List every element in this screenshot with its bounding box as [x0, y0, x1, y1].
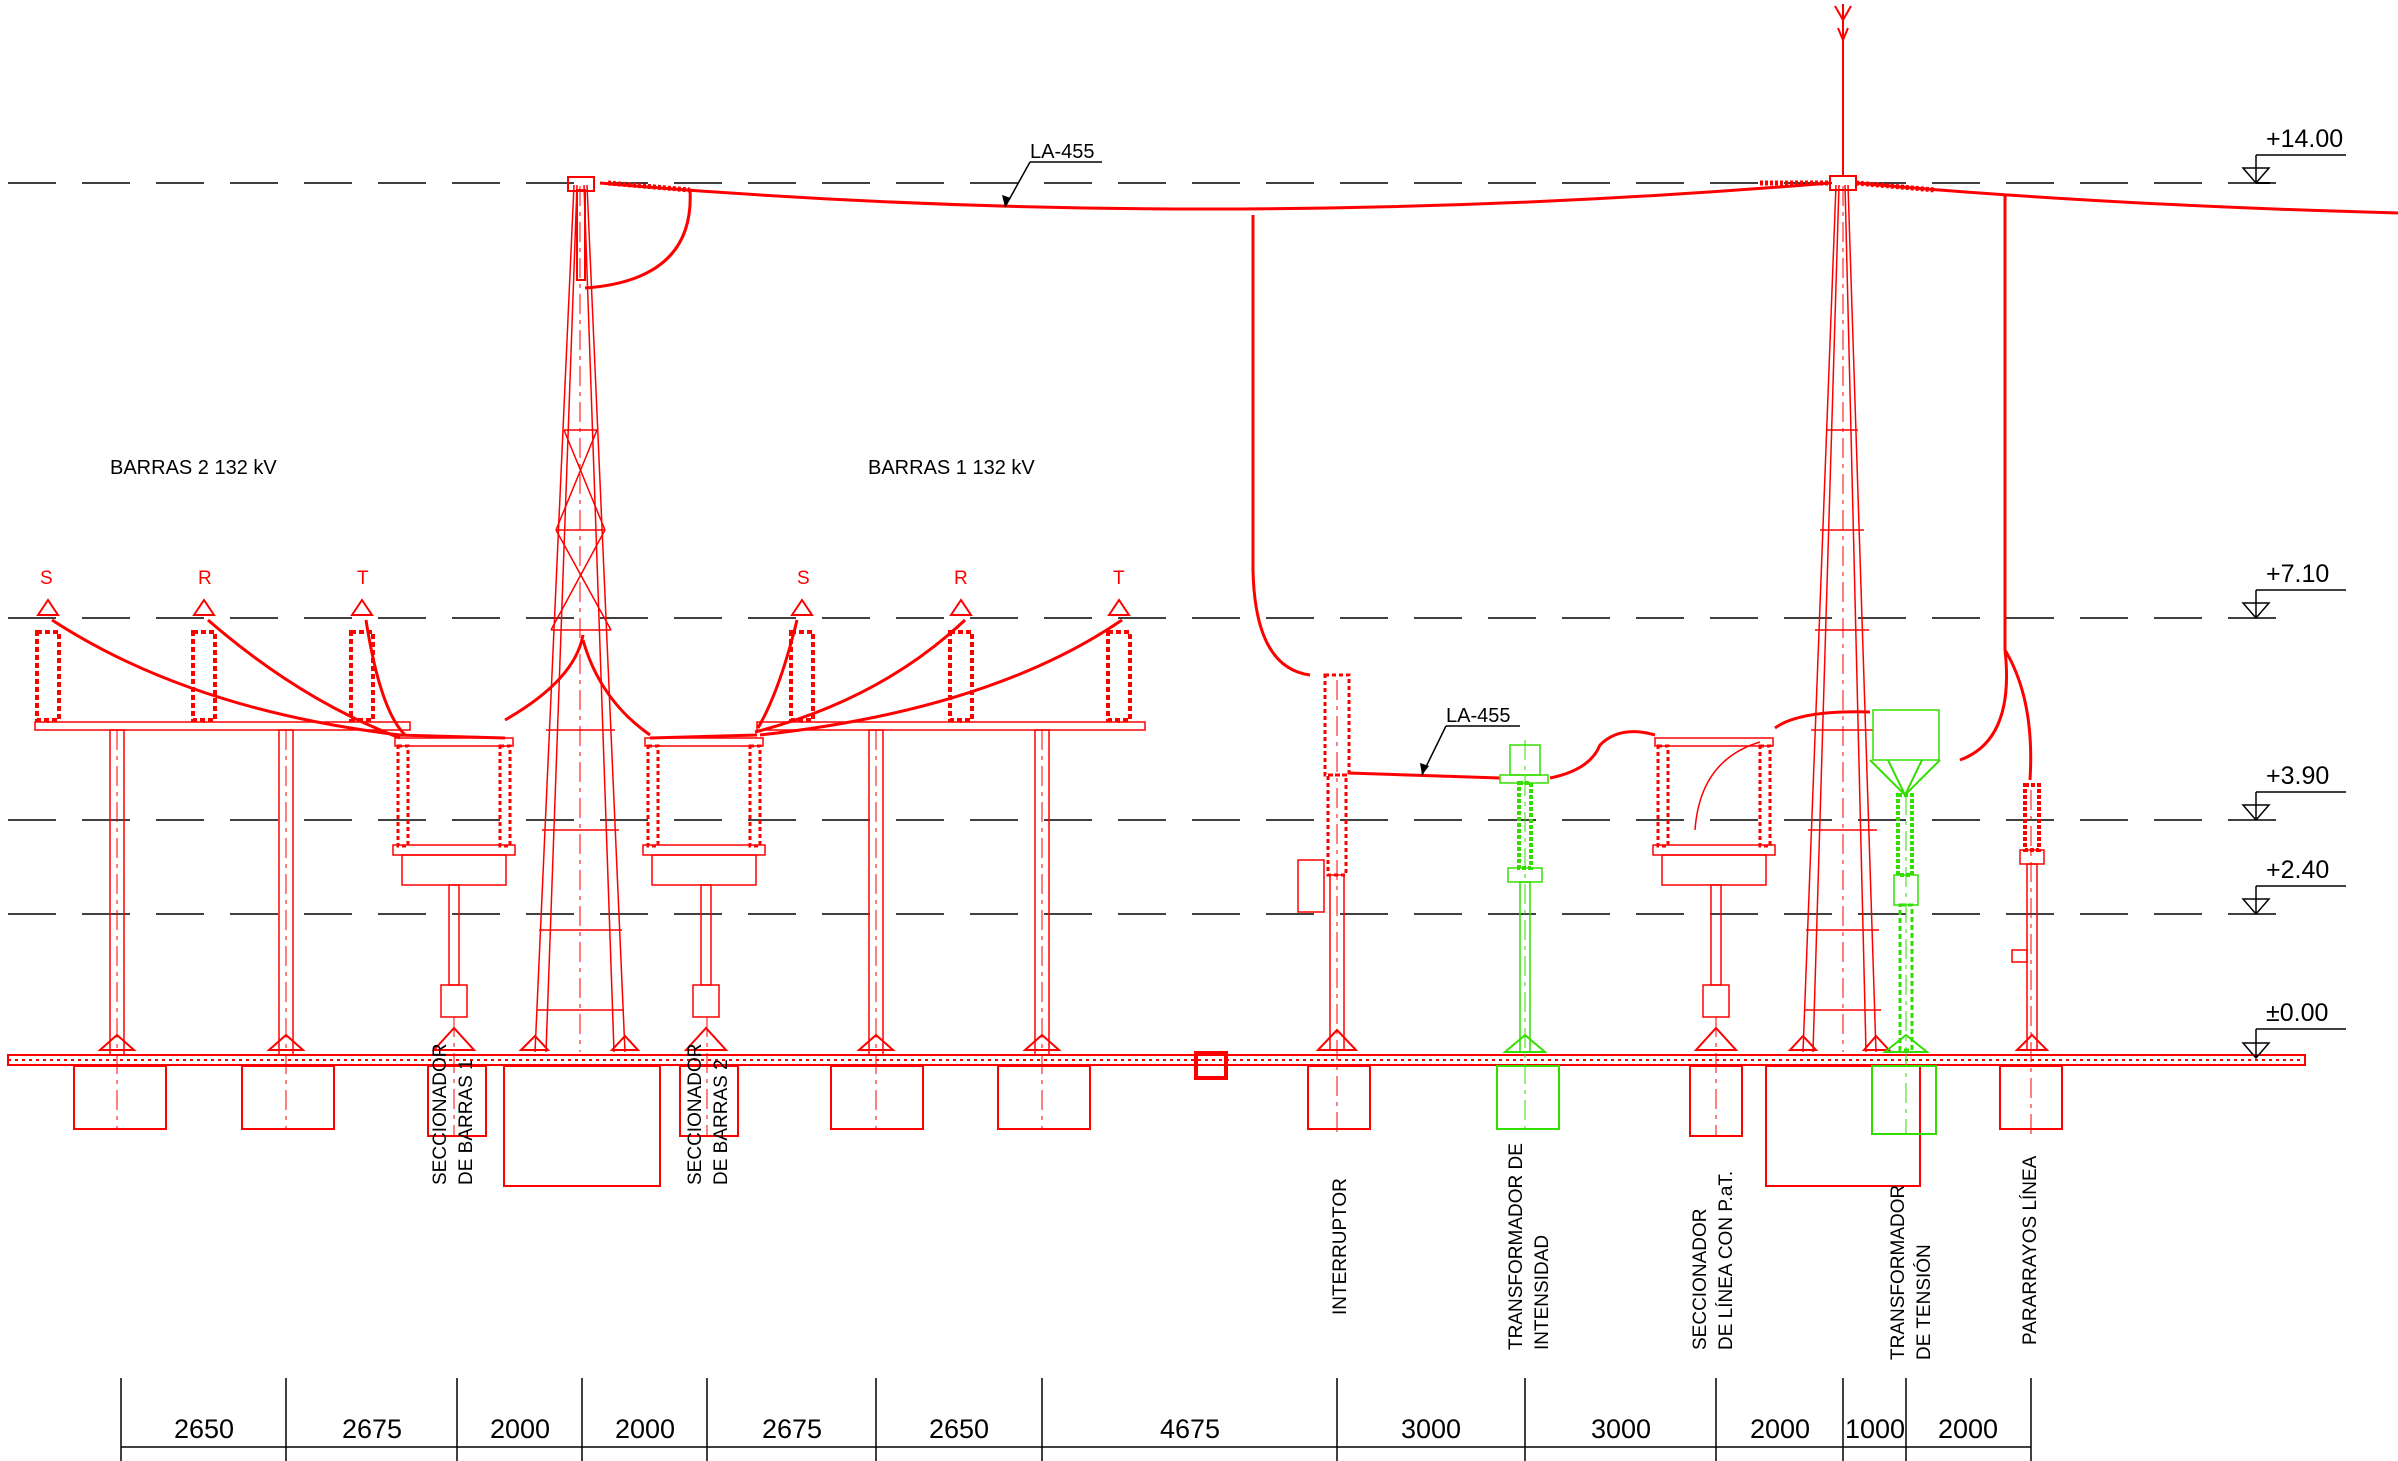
svg-text:±0.00: ±0.00	[2266, 999, 2328, 1027]
level-lines	[8, 182, 2300, 915]
overhead-line-la455	[599, 181, 1831, 211]
svg-text:SECCIONADOR: SECCIONADOR	[430, 1044, 451, 1185]
voltage-transformer	[1869, 709, 1941, 1134]
insulator-stack	[948, 598, 974, 722]
svg-text:DE TENSIÓN: DE TENSIÓN	[1913, 1244, 1935, 1360]
equipment-label-seccionador-linea: SECCIONADOR DE LÍNEA CON P.aT.	[1690, 1171, 1737, 1350]
current-transformer	[1499, 740, 1549, 1136]
dimension-value: 2000	[490, 1414, 550, 1444]
dimension-line	[120, 1378, 2032, 1461]
svg-text:+2.40: +2.40	[2266, 856, 2329, 884]
overhead-conductors	[584, 180, 2398, 781]
equipment-label-seccionador-barras-1: SECCIONADOR DE BARRAS 1	[430, 1044, 477, 1185]
dimension-value: 2650	[174, 1414, 234, 1444]
equipment-label-interruptor: INTERRUPTOR	[1330, 1178, 1351, 1315]
dimension-values: 2650 2675 2000 2000 2675 2650 4675 3000 …	[174, 1414, 1998, 1444]
level-marker: +7.10	[2241, 560, 2346, 620]
svg-text:+7.10: +7.10	[2266, 560, 2329, 588]
disconnector-busbar-2	[642, 737, 766, 1136]
svg-text:PARARRAYOS LÍNEA: PARARRAYOS LÍNEA	[2020, 1155, 2041, 1345]
phase-label: R	[198, 568, 212, 589]
dimension-value: 2000	[1938, 1414, 1998, 1444]
foundations	[73, 1065, 2063, 1187]
insulator-stack	[349, 598, 375, 722]
level-marker: +3.90	[2241, 762, 2346, 822]
phase-label: T	[1113, 568, 1125, 589]
gantry-tower-right	[1787, 4, 1892, 1053]
svg-text:LA-455: LA-455	[1446, 705, 1511, 727]
level-marker: ±0.00	[2241, 999, 2346, 1060]
disconnector-line-earthing	[1652, 737, 1776, 1136]
equipment-label-seccionador-barras-2: SECCIONADOR DE BARRAS 2	[685, 1044, 732, 1185]
svg-text:INTERRUPTOR: INTERRUPTOR	[1330, 1178, 1351, 1315]
svg-text:+3.90: +3.90	[2266, 762, 2329, 790]
conductor-label-mid: LA-455	[1420, 705, 1520, 776]
bus-label-barras-1: BARRAS 1 132 kV	[868, 457, 1035, 479]
dimension-value: 3000	[1591, 1414, 1651, 1444]
svg-text:SECCIONADOR: SECCIONADOR	[685, 1044, 706, 1185]
disconnector-busbar-1	[392, 737, 516, 1136]
line-surge-arrester	[2011, 783, 2050, 1134]
dimension-value: 3000	[1401, 1414, 1461, 1444]
dimension-value: 2675	[342, 1414, 402, 1444]
dimension-value: 2000	[615, 1414, 675, 1444]
phase-label: S	[40, 568, 53, 589]
equipment-label-transformador-intensidad: TRANSFORMADOR DE INTENSIDAD	[1506, 1143, 1553, 1350]
level-marker: +2.40	[2241, 856, 2346, 916]
phase-label: R	[954, 568, 968, 589]
equipment-label-transformador-tension: TRANSFORMADOR DE TENSIÓN	[1888, 1185, 1935, 1360]
dimension-value: 1000	[1845, 1414, 1905, 1444]
svg-text:TRANSFORMADOR: TRANSFORMADOR	[1888, 1185, 1909, 1360]
svg-text:DE LÍNEA CON P.aT.: DE LÍNEA CON P.aT.	[1716, 1171, 1737, 1350]
ground-line	[7, 1051, 2306, 1080]
level-markers: +14.00 +7.10 +3.90 +2.40 ±0.00	[2241, 125, 2346, 1060]
conductor-label-top: LA-455	[1002, 141, 1102, 208]
gantry-tower-left	[518, 176, 641, 1053]
equipment-label-pararrayos-linea: PARARRAYOS LÍNEA	[2020, 1155, 2041, 1345]
svg-text:SECCIONADOR: SECCIONADOR	[1690, 1209, 1711, 1350]
busbar-supports	[34, 721, 1146, 1130]
dimension-value: 4675	[1160, 1414, 1220, 1444]
dimension-value: 2650	[929, 1414, 989, 1444]
phase-label: T	[357, 568, 369, 589]
bus-label-barras-2: BARRAS 2 132 kV	[110, 457, 277, 479]
svg-text:LA-455: LA-455	[1030, 141, 1095, 163]
level-marker: +14.00	[2241, 125, 2346, 185]
svg-text:+14.00: +14.00	[2266, 125, 2343, 153]
dimension-value: 2675	[762, 1414, 822, 1444]
svg-text:TRANSFORMADOR DE: TRANSFORMADOR DE	[1506, 1143, 1527, 1350]
phase-label: S	[797, 568, 810, 589]
cable-trench	[1194, 1051, 1228, 1080]
svg-text:DE BARRAS 1: DE BARRAS 1	[456, 1059, 477, 1185]
circuit-breaker	[1297, 673, 1359, 1136]
svg-text:INTENSIDAD: INTENSIDAD	[1532, 1235, 1553, 1350]
dimension-value: 2000	[1750, 1414, 1810, 1444]
svg-text:DE BARRAS 2: DE BARRAS 2	[711, 1059, 732, 1185]
